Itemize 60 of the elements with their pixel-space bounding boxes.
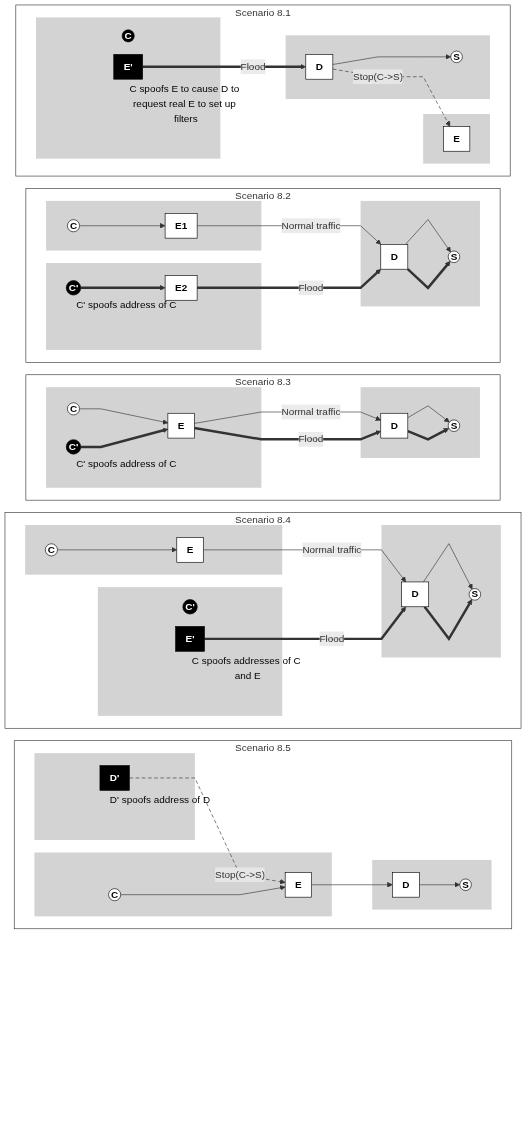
cluster (36, 17, 221, 159)
node-circle: C (67, 402, 80, 416)
edge-label: Flood (240, 61, 266, 72)
node-box: D (380, 412, 409, 439)
node-box: E (176, 537, 204, 563)
arrow (204, 606, 407, 641)
node-box: E (284, 872, 312, 898)
cluster (360, 200, 480, 307)
cluster (97, 587, 283, 716)
cluster (34, 852, 332, 917)
node-label: C' spoofs address of C (76, 458, 177, 470)
cluster (423, 114, 490, 164)
arrow (80, 427, 169, 449)
node-box: D (401, 581, 430, 608)
edge-label: Flood (319, 633, 345, 644)
node-box: D (380, 244, 409, 270)
edge-label: Normal traffic (302, 544, 362, 555)
node-label: C' spoofs address of C (76, 299, 177, 311)
cluster (372, 859, 492, 910)
cluster (360, 387, 480, 458)
cluster (285, 35, 490, 100)
arrow (407, 428, 450, 441)
node-circle: C' (65, 439, 82, 455)
node-label: C spoofs addresses of C and E (191, 655, 301, 682)
node-circle: C' (182, 599, 198, 615)
cluster (46, 387, 262, 488)
node-circle: C (67, 219, 80, 233)
cluster (25, 525, 283, 575)
node-label: C spoofs E to cause D to request real E to set up filters (129, 83, 240, 124)
node-box: E (167, 412, 195, 439)
arrow (406, 261, 451, 290)
node-circle: S (468, 588, 481, 601)
edge-label: Stop(C->S) (215, 869, 265, 880)
node-circle: C (45, 543, 58, 557)
cluster (46, 200, 262, 251)
node-box: E1 (164, 213, 198, 239)
node-box: E' (113, 54, 143, 80)
node-circle: C (121, 29, 135, 43)
node-box: E2 (164, 275, 198, 301)
cluster (381, 525, 501, 658)
edge-label: Normal traffic (281, 220, 341, 231)
edge-label: Flood (298, 282, 324, 293)
edge-label: Flood (298, 433, 324, 445)
node-circle: S (459, 878, 472, 891)
edge-label: Stop(C->S) (353, 71, 403, 82)
node-box: E (443, 126, 471, 152)
node-box: E' (175, 626, 205, 652)
cluster (46, 263, 262, 350)
node-circle: C' (65, 280, 82, 296)
node-box: D (305, 54, 334, 80)
node-box: D (392, 872, 420, 898)
node-circle: S (447, 250, 461, 263)
node-label: D' spoofs address of D (109, 794, 211, 806)
arrow (80, 285, 166, 291)
node-circle: S (447, 419, 461, 432)
edge-label: Normal traffic (281, 406, 341, 417)
node-circle: C (108, 888, 121, 902)
node-circle: S (450, 50, 463, 63)
node-box: D' (99, 765, 130, 791)
arrow (423, 599, 473, 642)
